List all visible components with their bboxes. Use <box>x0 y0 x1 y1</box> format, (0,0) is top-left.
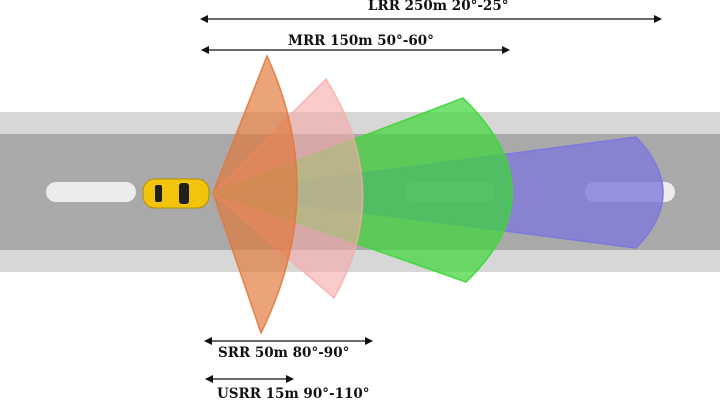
car <box>142 178 210 209</box>
range-annotations: LRR 250m 20°-25° MRR 150m 50°-60° SRR 50… <box>200 0 662 402</box>
usrr-label: USRR 15m 90°-110° <box>217 386 370 402</box>
lane-mark <box>46 182 136 202</box>
srr-label: SRR 50m 80°-90° <box>218 345 349 361</box>
mrr-label: MRR 150m 50°-60° <box>288 33 434 49</box>
usrr-coverage-sector <box>212 54 298 335</box>
car-rear-window <box>155 185 162 202</box>
car-windshield <box>179 183 189 204</box>
coverage-sectors <box>210 54 664 335</box>
road-shoulder-bottom <box>0 250 720 272</box>
road-shoulder-top <box>0 112 720 134</box>
car-roof <box>162 184 179 203</box>
lrr-label: LRR 250m 20°-25° <box>368 0 508 14</box>
